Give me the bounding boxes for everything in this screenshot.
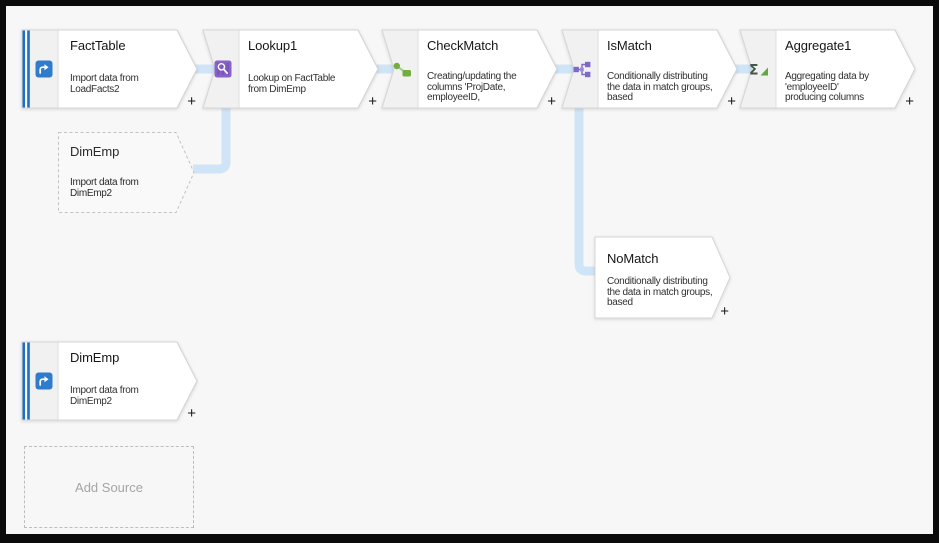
node-title: DimEmp [70, 350, 120, 365]
add-transformation-button[interactable]: + [727, 93, 736, 110]
node-facttable[interactable]: FactTable Import data from LoadFacts2 + [21, 29, 198, 110]
lookup-icon [214, 60, 232, 78]
node-title: IsMatch [607, 38, 652, 53]
svg-text:Σ: Σ [749, 63, 759, 78]
node-description: Aggregating data by 'employeeID' produci… [785, 71, 869, 103]
node-description: Conditionally distributing the data in m… [607, 71, 713, 103]
add-source-button[interactable]: Add Source [24, 446, 194, 528]
node-description: Import data from LoadFacts2 [70, 73, 139, 95]
add-transformation-button[interactable]: + [547, 93, 556, 110]
node-title: FactTable [70, 38, 126, 53]
add-source-label: Add Source [75, 479, 143, 495]
node-description: Lookup on FactTable from DimEmp [248, 73, 336, 95]
add-transformation-button[interactable]: + [905, 93, 914, 110]
node-title: Aggregate1 [785, 38, 852, 53]
node-description: Creating/updating the columns 'ProjDate,… [427, 71, 517, 103]
source-import-icon [35, 60, 53, 78]
node-title: NoMatch [607, 251, 659, 266]
add-transformation-button[interactable]: + [187, 405, 196, 422]
node-title: DimEmp [70, 144, 120, 159]
source-import-icon [35, 372, 53, 390]
connector-ismatch-nomatch [574, 108, 600, 276]
aggregate-sigma-icon: Σ [749, 61, 769, 79]
node-title: CheckMatch [427, 38, 499, 53]
node-dimemp-ghost[interactable]: DimEmp Import data from DimEmp2 [58, 132, 195, 213]
node-ismatch[interactable]: IsMatch Conditionally distributing the d… [561, 29, 738, 110]
node-description: Import data from DimEmp2 [70, 385, 139, 407]
node-dimemp-source[interactable]: DimEmp Import data from DimEmp2 + [21, 341, 198, 422]
connector-dimemp-lookup1 [193, 108, 231, 174]
node-description: Conditionally distributing the data in m… [607, 276, 713, 308]
node-aggregate1[interactable]: Σ Aggregate1 Aggregating data by 'employ… [739, 29, 916, 110]
node-lookup1[interactable]: Lookup1 Lookup on FactTable from DimEmp … [202, 29, 379, 110]
node-title: Lookup1 [248, 38, 298, 53]
conditional-split-icon [573, 61, 591, 78]
add-transformation-button[interactable]: + [720, 303, 729, 320]
node-checkmatch[interactable]: CheckMatch Creating/updating the columns… [381, 29, 558, 110]
derived-column-icon [393, 62, 412, 77]
node-nomatch[interactable]: NoMatch Conditionally distributing the d… [594, 236, 731, 320]
node-description: Import data from DimEmp2 [70, 177, 139, 199]
add-transformation-button[interactable]: + [187, 93, 196, 110]
add-transformation-button[interactable]: + [368, 93, 377, 110]
